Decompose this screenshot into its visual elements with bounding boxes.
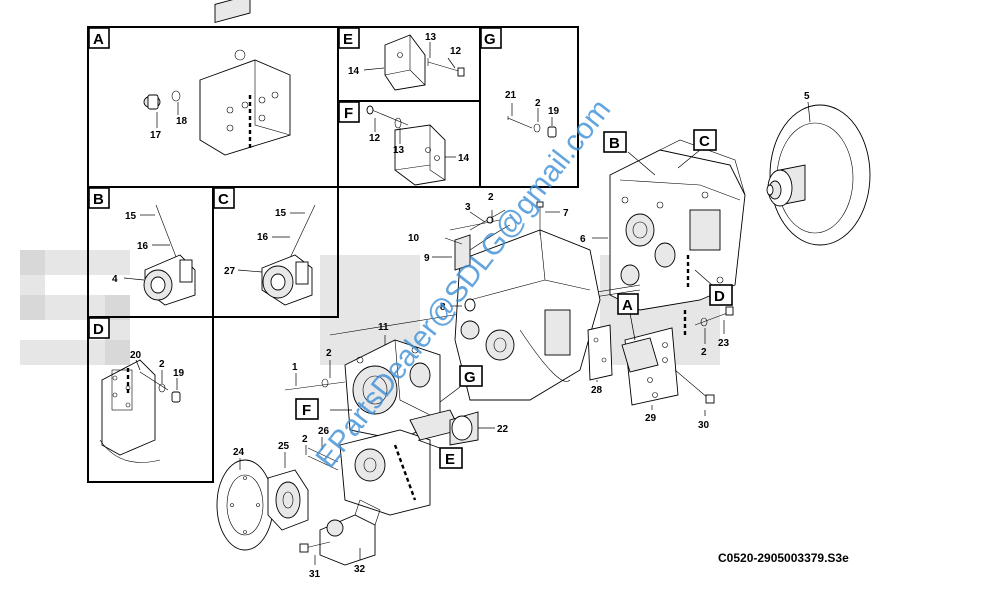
panel-e-label-1: 12	[450, 46, 462, 57]
main-tag-b-text: B	[609, 135, 620, 152]
main-label-2b: 2	[326, 348, 332, 359]
panel-e-label-2: 14	[348, 66, 360, 77]
panel-c-drawing	[237, 204, 316, 306]
panel-g-drawing	[507, 103, 557, 138]
panel-c-label-2: 27	[224, 266, 236, 277]
panel-b-drawing	[123, 204, 196, 306]
main-label-28: 28	[591, 385, 603, 396]
panel-b-label-0: 15	[125, 211, 137, 222]
main-label-5: 5	[804, 91, 810, 102]
panel-d-drawing	[99, 359, 181, 463]
main-label-23: 23	[718, 338, 730, 349]
panel-f-label-1: 13	[393, 145, 405, 156]
main-tag-f-text: F	[302, 402, 311, 419]
main-label-2c: 2	[701, 347, 707, 358]
panel-tag-g: G	[480, 27, 502, 49]
main-label-26: 26	[318, 426, 330, 437]
main-tag-b: B	[603, 131, 627, 153]
panel-tag-a: A	[88, 27, 110, 49]
main-label-6: 6	[580, 234, 586, 245]
main-tag-g-text: G	[464, 369, 476, 386]
panel-tag-c: C	[213, 187, 235, 209]
panel-a-label-0: 17	[150, 130, 162, 141]
panel-tag-e: E	[338, 27, 360, 49]
main-tag-g: G	[459, 365, 483, 387]
main-label-32: 32	[354, 564, 366, 575]
panel-tag-f-text: F	[344, 105, 353, 122]
main-tag-d: D	[709, 284, 733, 306]
main-label-11: 11	[378, 322, 389, 333]
main-label-2d: 2	[302, 434, 308, 445]
panel-e-drawing	[363, 34, 465, 91]
main-label-2a: 2	[488, 192, 494, 203]
main-tag-e: E	[439, 447, 463, 469]
panel-tag-c-text: C	[218, 191, 229, 208]
panel-a-label-1: 18	[176, 116, 188, 127]
panel-d-label-0: 20	[130, 350, 142, 361]
main-label-9: 9	[424, 253, 430, 264]
panel-a-drawing	[143, 0, 291, 156]
panel-frames	[87, 26, 579, 483]
main-tag-a: A	[617, 293, 639, 315]
main-label-7: 7	[563, 208, 569, 219]
panel-tag-b-text: B	[93, 191, 104, 208]
main-tag-d-text: D	[714, 288, 725, 305]
panel-g-label-1: 2	[535, 98, 541, 109]
main-assembly-drawing	[216, 101, 871, 566]
main-tag-c-text: C	[699, 133, 710, 150]
panel-f-drawing	[366, 105, 456, 186]
main-tag-e-text: E	[445, 451, 455, 468]
main-label-30: 30	[698, 420, 710, 431]
panel-tag-e-text: E	[343, 31, 353, 48]
main-tag-c: C	[693, 129, 717, 151]
main-label-1: 1	[292, 362, 298, 373]
panel-tag-a-text: A	[93, 31, 104, 48]
panel-tag-f: F	[338, 101, 360, 123]
panel-b-label-1: 16	[137, 241, 149, 252]
panel-c-label-0: 15	[275, 208, 287, 219]
panel-f-label-0: 12	[369, 133, 381, 144]
panel-tag-b: B	[88, 187, 110, 209]
panel-g-label-2: 19	[548, 106, 560, 117]
panel-tag-g-text: G	[484, 31, 496, 48]
panel-tag-d-text: D	[93, 321, 104, 338]
main-label-31: 31	[309, 569, 321, 580]
panel-tag-d: D	[88, 317, 110, 339]
main-label-3: 3	[465, 202, 471, 213]
drawing-code: C0520-2905003379.S3e	[718, 551, 849, 565]
panel-d-label-1: 2	[159, 359, 165, 370]
panel-b-label-2: 4	[112, 274, 118, 285]
panel-d-label-2: 19	[173, 368, 185, 379]
panel-f-label-2: 14	[458, 153, 470, 164]
main-label-8: 8	[440, 302, 446, 313]
main-label-24: 24	[233, 447, 245, 458]
main-label-29: 29	[645, 413, 657, 424]
main-label-22: 22	[497, 424, 509, 435]
main-label-25: 25	[278, 441, 290, 452]
main-tag-a-text: A	[622, 297, 633, 314]
panel-e-label-0: 13	[425, 32, 437, 43]
main-label-10: 10	[408, 233, 420, 244]
panel-c-label-1: 16	[257, 232, 269, 243]
main-tag-f: F	[295, 398, 319, 420]
panel-g-label-0: 21	[505, 90, 517, 101]
